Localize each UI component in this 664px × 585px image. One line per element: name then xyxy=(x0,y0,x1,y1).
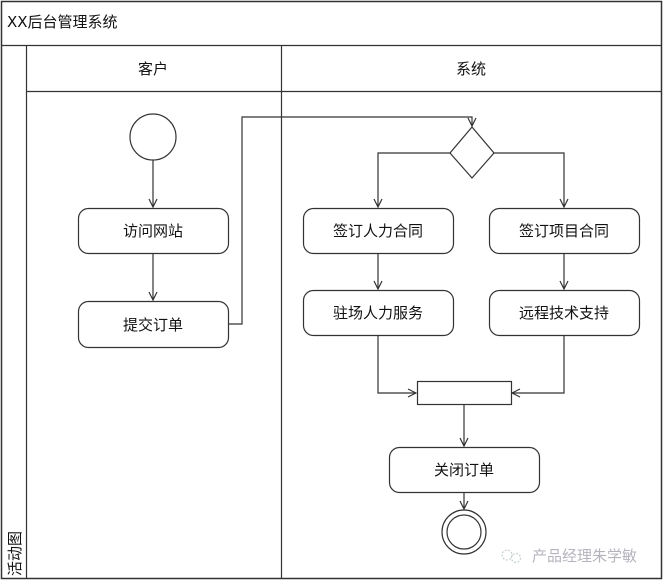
activity-sign-staffing-contract: 签订人力合同 xyxy=(302,207,455,255)
diagram-type-label: 活动图 xyxy=(6,531,24,576)
flow-arrow xyxy=(512,336,565,393)
activity-sign-project-contract: 签订项目合同 xyxy=(488,207,641,255)
start-node xyxy=(129,113,177,161)
activity-label: 签订人力合同 xyxy=(333,222,423,240)
activity-onsite-staffing-service: 驻场人力服务 xyxy=(302,289,455,337)
activity-close-order: 关闭订单 xyxy=(388,446,541,494)
end-node xyxy=(441,509,487,555)
flow-arrow xyxy=(377,336,416,393)
activity-label: 访问网站 xyxy=(123,222,183,240)
activity-label: 提交订单 xyxy=(123,316,183,334)
watermark: 产品经理朱学敏 xyxy=(501,547,637,565)
flow-arrow xyxy=(494,152,564,207)
activity-submit-order: 提交订单 xyxy=(77,300,230,349)
lane-customer-header: 客户 xyxy=(138,60,168,78)
flow-arrow xyxy=(229,116,472,325)
flow-arrow xyxy=(378,152,450,207)
wechat-icon xyxy=(501,549,522,564)
lane-system-header: 系统 xyxy=(456,60,486,78)
activity-label: 远程技术支持 xyxy=(519,304,609,322)
activity-visit-site: 访问网站 xyxy=(77,207,230,255)
activity-label: 驻场人力服务 xyxy=(333,304,423,322)
join-bar xyxy=(416,380,513,406)
watermark-text: 产品经理朱学敏 xyxy=(532,547,637,565)
activity-remote-tech-support: 远程技术支持 xyxy=(488,289,641,337)
decision-node xyxy=(449,126,495,179)
activity-label: 关闭订单 xyxy=(434,461,494,479)
diagram-title: XX后台管理系统 xyxy=(7,13,118,31)
activity-label: 签订项目合同 xyxy=(519,222,609,240)
